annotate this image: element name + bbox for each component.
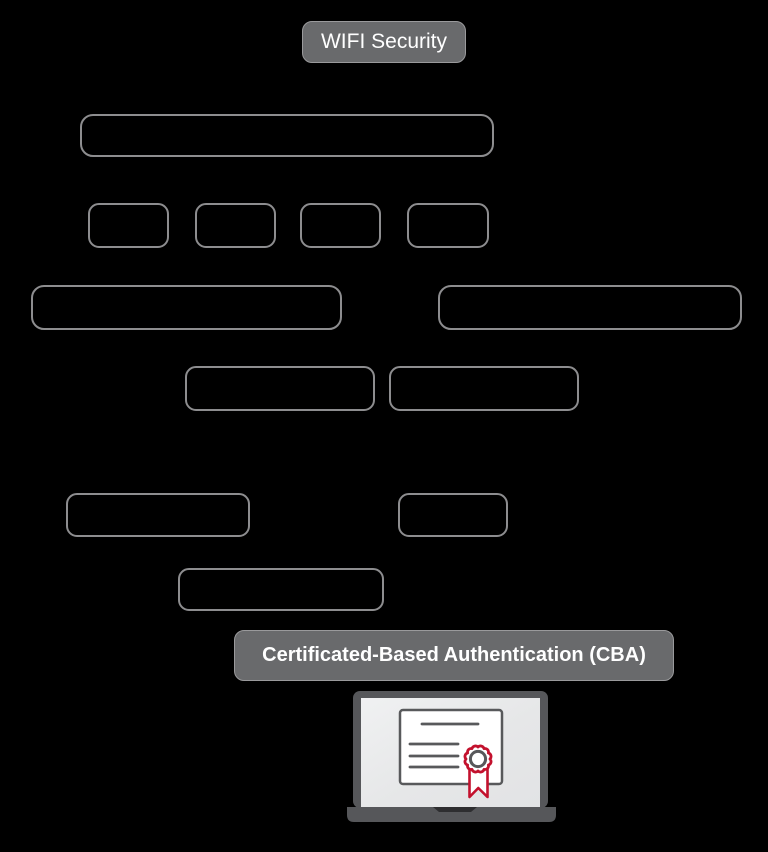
laptop-base [347, 807, 556, 822]
empty-node-row3-4 [407, 203, 489, 248]
wifi-security-label: WIFI Security [302, 21, 466, 63]
empty-node-row4-2 [438, 285, 742, 330]
empty-node-row7 [178, 568, 384, 611]
laptop-icon [347, 691, 556, 822]
empty-node-row5-2 [389, 366, 579, 411]
empty-node-row3-3 [300, 203, 381, 248]
empty-node-row2 [80, 114, 494, 157]
certificate-text-lines [408, 722, 480, 769]
empty-node-row4-1 [31, 285, 342, 330]
empty-node-row3-2 [195, 203, 276, 248]
empty-node-row5-1 [185, 366, 375, 411]
empty-node-row6-2 [398, 493, 508, 537]
empty-node-row3-1 [88, 203, 169, 248]
laptop-notch [433, 807, 477, 812]
empty-node-row6-1 [66, 493, 250, 537]
cba-label: Certificated-Based Authentication (CBA) [234, 630, 674, 681]
seal-inner-circle [468, 749, 488, 769]
